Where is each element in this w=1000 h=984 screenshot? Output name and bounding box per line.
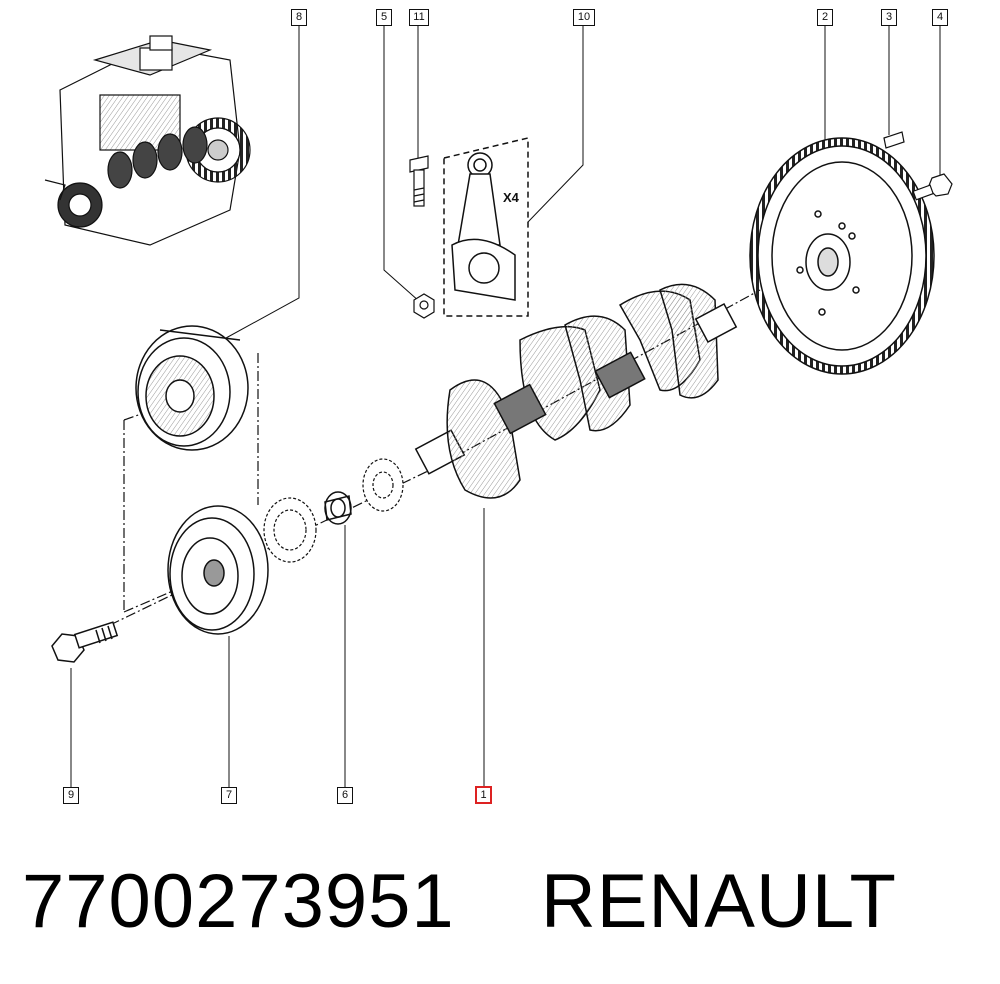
callout-9[interactable]: 9 <box>63 787 79 804</box>
flywheel <box>749 137 935 375</box>
quantity-label: X4 <box>503 190 520 205</box>
engine-block-illustration <box>44 35 251 246</box>
dowel-pin <box>883 131 905 149</box>
callout-1-highlighted[interactable]: 1 <box>475 786 492 804</box>
callout-6[interactable]: 6 <box>337 787 353 804</box>
connecting-rod <box>443 137 529 317</box>
pulley-bolt <box>51 621 119 663</box>
target-ring <box>362 458 404 512</box>
damper-pulley <box>135 325 249 451</box>
rod-bolt <box>409 155 429 207</box>
brand-name: RENAULT <box>540 859 897 944</box>
callout-10[interactable]: 10 <box>573 9 595 26</box>
callout-5[interactable]: 5 <box>376 9 392 26</box>
leader-lines <box>70 26 941 787</box>
crank-pulley <box>167 505 269 635</box>
callout-11[interactable]: 11 <box>409 9 429 26</box>
flywheel-bolt <box>912 173 953 201</box>
part-number: 7700273951 <box>22 859 455 944</box>
callout-3[interactable]: 3 <box>881 9 897 26</box>
callout-4[interactable]: 4 <box>932 9 948 26</box>
rod-nut <box>413 293 435 319</box>
timing-sprocket <box>263 497 317 563</box>
callout-2[interactable]: 2 <box>817 9 833 26</box>
part-caption: 7700273951 RENAULT <box>22 858 897 945</box>
callout-7[interactable]: 7 <box>221 787 237 804</box>
pilot-bearing <box>324 491 352 525</box>
callout-8[interactable]: 8 <box>291 9 307 26</box>
crankshaft <box>414 283 738 499</box>
